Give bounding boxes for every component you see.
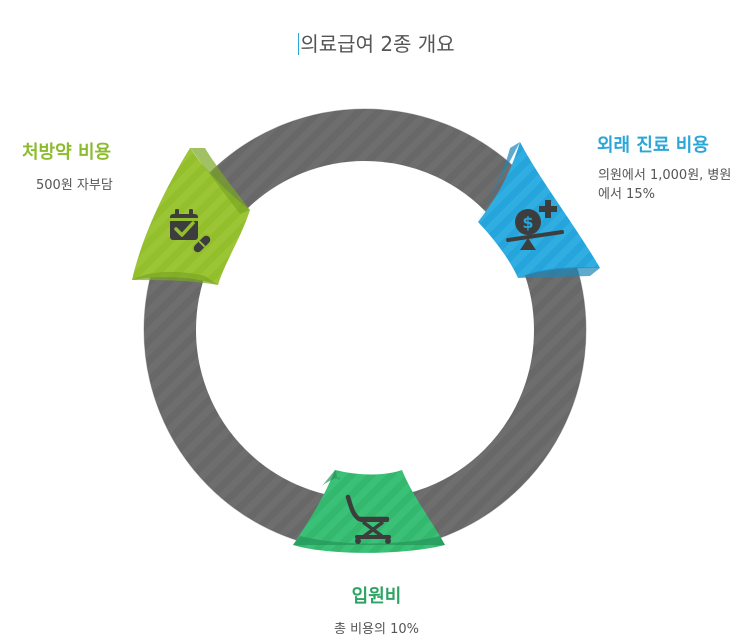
money-scale-plus-icon: $ xyxy=(506,200,564,250)
outpatient-title: 외래 진료 비용 xyxy=(597,135,709,156)
text-caret xyxy=(298,33,300,55)
diagram-title: 의료급여 2종 개요 xyxy=(298,32,455,56)
prescription-title: 처방약 비용 xyxy=(22,142,112,163)
outpatient-description: 의원에서 1,000원, 병원에서 15% xyxy=(598,168,732,202)
calendar-pill-icon xyxy=(170,209,213,255)
segment-inpatient xyxy=(293,470,445,553)
inpatient-title: 입원비 xyxy=(351,586,402,607)
hospital-bed-icon xyxy=(345,494,391,544)
inpatient-description: 총 비용의 10% xyxy=(334,622,419,637)
prescription-description: 500원 자부담 xyxy=(36,178,113,193)
svg-text:$: $ xyxy=(522,213,533,232)
